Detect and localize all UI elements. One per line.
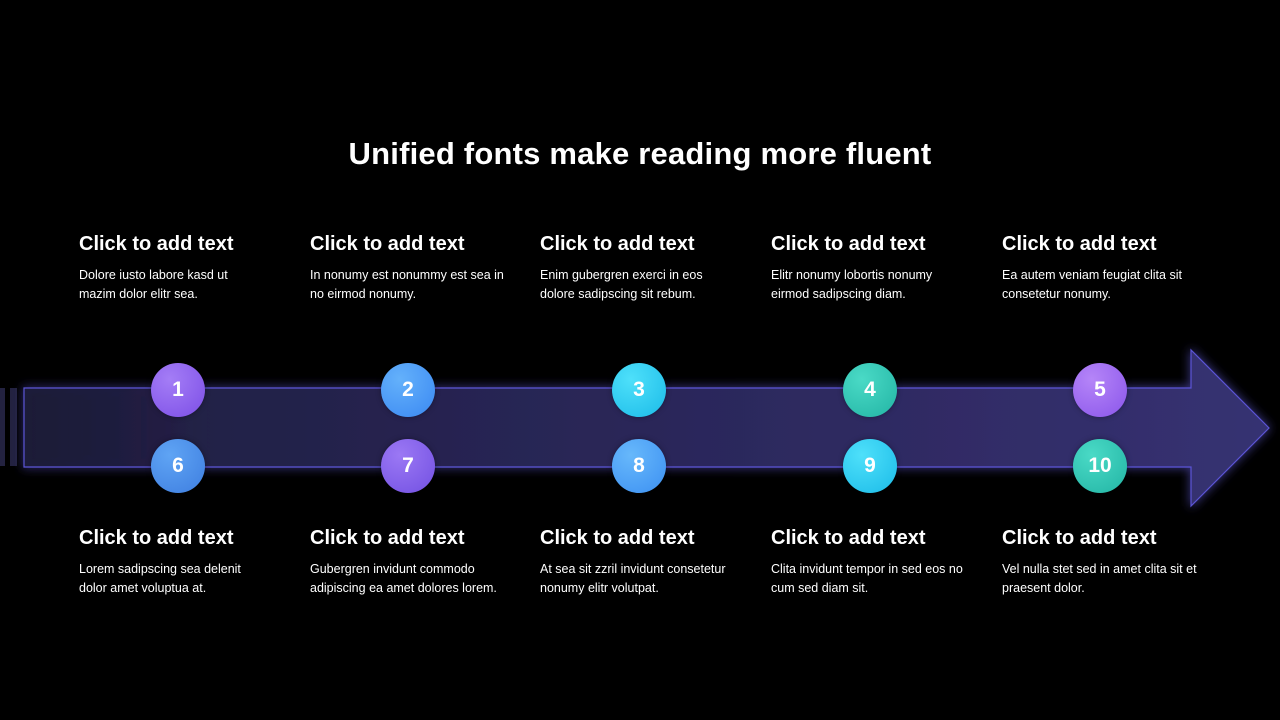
bottom-item-text[interactable]: At sea sit zzril invidunt consetetur non… xyxy=(540,562,726,595)
step-marker-8: 8 xyxy=(612,439,666,493)
top-item-text[interactable]: Elitr nonumy lobortis nonumy eirmod sadi… xyxy=(771,268,933,301)
bottom-item-5[interactable]: Click to add text Vel nulla stet sed in … xyxy=(1002,526,1212,598)
bottom-item-text[interactable]: Lorem sadipscing sea delenit dolor amet … xyxy=(79,562,241,595)
bottom-item-heading[interactable]: Click to add text xyxy=(540,527,695,549)
step-marker-6: 6 xyxy=(151,439,205,493)
top-item-text[interactable]: Enim gubergren exerci in eos dolore sadi… xyxy=(540,268,703,301)
top-item-heading[interactable]: Click to add text xyxy=(771,233,926,255)
bottom-item-heading[interactable]: Click to add text xyxy=(310,527,465,549)
step-marker-1: 1 xyxy=(151,363,205,417)
top-item-4[interactable]: Click to add text Elitr nonumy lobortis … xyxy=(771,232,981,304)
top-item-text[interactable]: Ea autem veniam feugiat clita sit conset… xyxy=(1002,268,1182,301)
bottom-item-text[interactable]: Clita invidunt tempor in sed eos no cum … xyxy=(771,562,963,595)
top-item-heading[interactable]: Click to add text xyxy=(540,233,695,255)
bottom-item-3[interactable]: Click to add text At sea sit zzril invid… xyxy=(540,526,750,598)
arrow-body xyxy=(23,348,1270,508)
bottom-item-text[interactable]: Gubergren invidunt commodo adipiscing ea… xyxy=(310,562,497,595)
step-marker-3: 3 xyxy=(612,363,666,417)
step-marker-9: 9 xyxy=(843,439,897,493)
step-marker-5: 5 xyxy=(1073,363,1127,417)
top-item-3[interactable]: Click to add text Enim gubergren exerci … xyxy=(540,232,750,304)
bottom-item-4[interactable]: Click to add text Clita invidunt tempor … xyxy=(771,526,981,598)
slide-title: Unified fonts make reading more fluent xyxy=(348,136,932,171)
top-item-5[interactable]: Click to add text Ea autem veniam feugia… xyxy=(1002,232,1212,304)
step-marker-7: 7 xyxy=(381,439,435,493)
top-item-heading[interactable]: Click to add text xyxy=(310,233,465,255)
top-item-2[interactable]: Click to add text In nonumy est nonummy … xyxy=(310,232,520,304)
timeline-arrow xyxy=(0,348,1270,508)
bottom-item-text[interactable]: Vel nulla stet sed in amet clita sit et … xyxy=(1002,562,1197,595)
top-item-text[interactable]: Dolore iusto labore kasd ut mazim dolor … xyxy=(79,268,228,301)
bottom-item-heading[interactable]: Click to add text xyxy=(79,527,234,549)
bottom-item-heading[interactable]: Click to add text xyxy=(1002,527,1157,549)
top-item-1[interactable]: Click to add text Dolore iusto labore ka… xyxy=(79,232,289,304)
arrow-stripe xyxy=(10,388,17,466)
arrow-stripe xyxy=(0,388,5,466)
top-item-heading[interactable]: Click to add text xyxy=(79,233,234,255)
top-item-text[interactable]: In nonumy est nonummy est sea in no eirm… xyxy=(310,268,504,301)
step-marker-10: 10 xyxy=(1073,439,1127,493)
step-marker-2: 2 xyxy=(381,363,435,417)
bottom-item-2[interactable]: Click to add text Gubergren invidunt com… xyxy=(310,526,520,598)
bottom-item-heading[interactable]: Click to add text xyxy=(771,527,926,549)
top-item-heading[interactable]: Click to add text xyxy=(1002,233,1157,255)
bottom-item-1[interactable]: Click to add text Lorem sadipscing sea d… xyxy=(79,526,289,598)
step-marker-4: 4 xyxy=(843,363,897,417)
